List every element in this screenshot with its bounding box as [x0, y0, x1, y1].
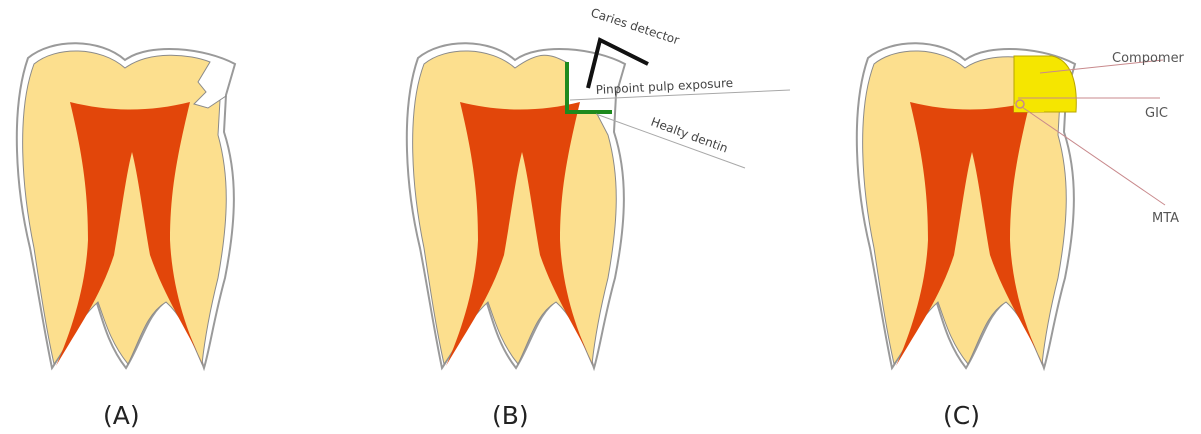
tooth-a [17, 43, 235, 368]
annotation-compomer: Compomer [1112, 51, 1185, 66]
annotation-mta: MTA [1152, 211, 1179, 226]
panel-label-b: (B) [492, 401, 529, 430]
tooth-b [407, 43, 625, 368]
panel-label-c: (C) [943, 401, 980, 430]
annotation-healty-dentin: Healty dentin [649, 115, 730, 156]
dentin-b [413, 51, 617, 364]
dentin-a [23, 51, 227, 364]
panel-label-a: (A) [103, 401, 140, 430]
annotation-gic: GIC [1145, 106, 1168, 121]
